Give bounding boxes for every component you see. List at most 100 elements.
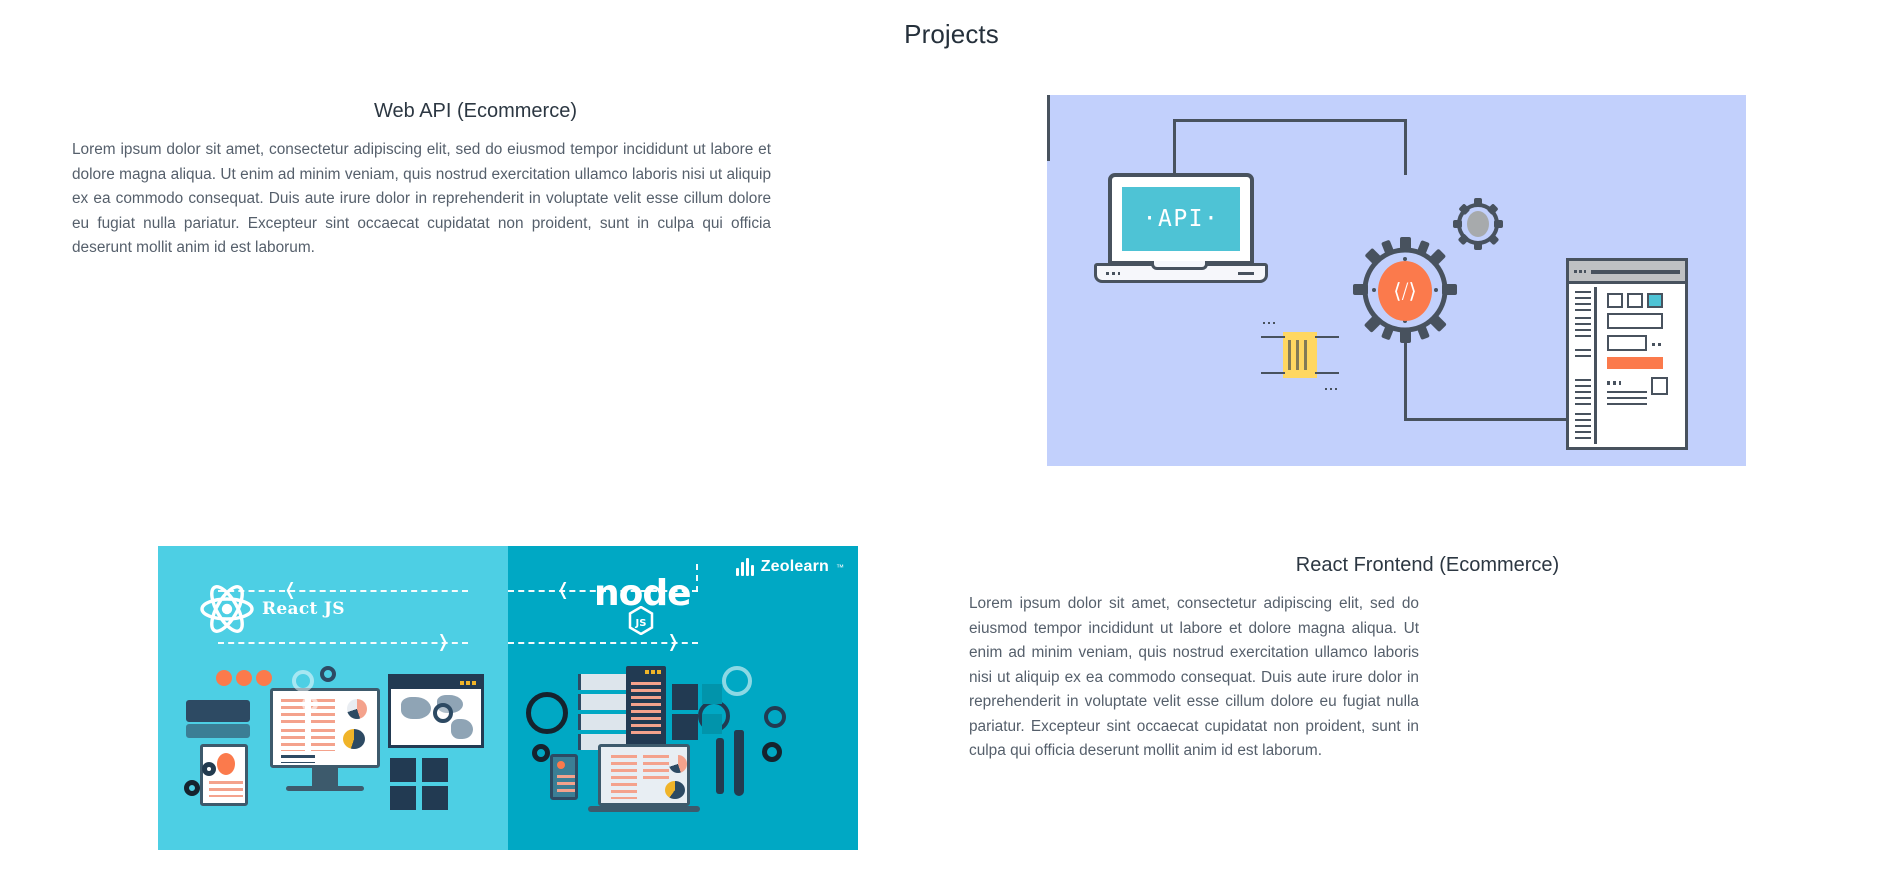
microchip-icon	[1261, 310, 1339, 400]
browser-card	[1627, 293, 1643, 308]
node-devices-scene	[526, 666, 846, 841]
wrench-icon	[734, 730, 744, 796]
laptop-indicator-dots	[1106, 272, 1120, 275]
gear-outline-icon	[764, 706, 786, 728]
code-glyph: ⟨/⟩	[1378, 261, 1432, 321]
laptop-content-lines	[611, 755, 637, 779]
project-text-column: React Frontend (Ecommerce) Lorem ipsum d…	[952, 540, 1903, 759]
project-row: Web API (Ecommerce) Lorem ipsum dolor si…	[0, 86, 1903, 261]
flow-line-top	[218, 590, 468, 592]
browser-image-placeholder	[1651, 377, 1668, 395]
chip-leg-dots	[1325, 388, 1337, 390]
card-lines	[209, 781, 243, 797]
app-tile	[672, 684, 698, 710]
laptop-screen-label: ·API·	[1142, 206, 1220, 232]
browser-dots	[1574, 270, 1586, 273]
app-icon	[256, 670, 272, 686]
laptop-notch	[1151, 261, 1208, 270]
chip-leg	[1315, 372, 1339, 374]
code-gear-icon: ⟨/⟩	[1352, 235, 1458, 345]
map-window-titlebar	[391, 677, 481, 689]
small-gear-teeth	[1453, 198, 1503, 250]
gear-outline-icon	[722, 666, 752, 696]
sidebar-lines	[1575, 291, 1591, 311]
app-icon	[216, 670, 232, 686]
chevron-left-icon: ❬	[283, 580, 298, 600]
node-panel: Zeolearn ™ ❬ ❭ node JS	[508, 546, 858, 850]
project-description: Lorem ipsum dolor sit amet, consectetur …	[969, 595, 1419, 759]
sidebar-lines	[1575, 349, 1591, 361]
monitor-icon	[270, 688, 380, 768]
weather-tile	[390, 786, 416, 810]
monitor-content-lines	[281, 699, 305, 723]
terminal-window-icon	[626, 666, 666, 748]
browser-address-line	[1591, 270, 1680, 274]
small-gear-icon	[1452, 197, 1504, 251]
pie-chart-icon	[343, 729, 365, 749]
weather-tile	[390, 758, 416, 782]
react-devices-scene	[178, 666, 498, 841]
node-js-badge-icon: JS	[628, 606, 654, 635]
gear-icon	[526, 692, 568, 734]
map-landmass	[451, 719, 473, 739]
web-api-illustration: API integration illustration: laptop sho…	[1047, 95, 1746, 466]
sidebar-lines	[1575, 317, 1591, 337]
gear-icon	[184, 780, 200, 796]
project-title: Web API (Ecommerce)	[373, 100, 578, 122]
browser-sidebar	[1572, 287, 1597, 444]
app-icon	[236, 670, 252, 686]
pie-chart-icon	[669, 755, 687, 773]
app-tile	[702, 684, 722, 704]
laptop-content-lines	[643, 755, 669, 779]
weather-tile	[422, 786, 448, 810]
react-node-illustration: Split banner comparing React JS frontend…	[158, 546, 858, 850]
connector-wire-middle	[1047, 95, 1050, 161]
gear-outline-icon	[302, 696, 318, 712]
browser-text-lines	[1607, 391, 1647, 407]
laptop-icon: ·API·	[1094, 173, 1268, 285]
monitor-base	[286, 786, 364, 791]
project-text-column: Web API (Ecommerce) Lorem ipsum dolor si…	[0, 86, 951, 261]
laptop-icon	[598, 744, 690, 806]
monitor-content-lines	[311, 729, 335, 751]
page-title: Projects	[904, 19, 999, 50]
terminal-lines	[631, 682, 661, 734]
browser-title-bar	[1569, 261, 1685, 284]
magnifier-icon	[433, 703, 453, 723]
monitor-neck	[312, 768, 338, 786]
laptop-base	[588, 806, 700, 812]
chip-leg	[1261, 336, 1285, 338]
map-landmass	[401, 697, 431, 719]
weather-tile	[422, 758, 448, 782]
laptop-screen: ·API·	[1122, 187, 1240, 251]
chevron-right-icon: ❭	[666, 632, 681, 652]
mobile-app-dot	[557, 761, 565, 769]
gear-outline-icon	[320, 666, 336, 682]
zeolearn-watermark: Zeolearn ™	[735, 558, 844, 576]
chip-leg	[1315, 336, 1339, 338]
browser-card	[1607, 313, 1663, 329]
project-description: Lorem ipsum dolor sit amet, consectetur …	[72, 141, 771, 256]
project-row: React Frontend (Ecommerce) Lorem ipsum d…	[0, 540, 1903, 759]
svg-text:JS: JS	[635, 618, 647, 629]
chevron-right-icon: ❭	[436, 632, 451, 652]
node-logo: node JS	[594, 576, 692, 648]
monitor-footer-lines	[281, 755, 315, 763]
location-pin-icon	[217, 753, 235, 775]
monitor-content-lines	[281, 729, 305, 751]
browser-cta	[1607, 357, 1663, 369]
flow-line-vertical	[696, 564, 698, 592]
flow-line-top	[508, 590, 698, 592]
server-stack-icon	[578, 666, 666, 762]
sidebar-lines	[1575, 413, 1591, 439]
mobile-device-icon	[550, 754, 578, 800]
gear-teeth	[1353, 237, 1457, 343]
gear-icon	[762, 742, 782, 762]
gear-icon	[202, 762, 216, 776]
window-dots	[460, 681, 476, 685]
chip-leg-dots	[1263, 322, 1275, 324]
pie-chart-icon	[665, 781, 685, 799]
react-atom-icon	[200, 582, 254, 636]
window-dots	[645, 670, 661, 674]
